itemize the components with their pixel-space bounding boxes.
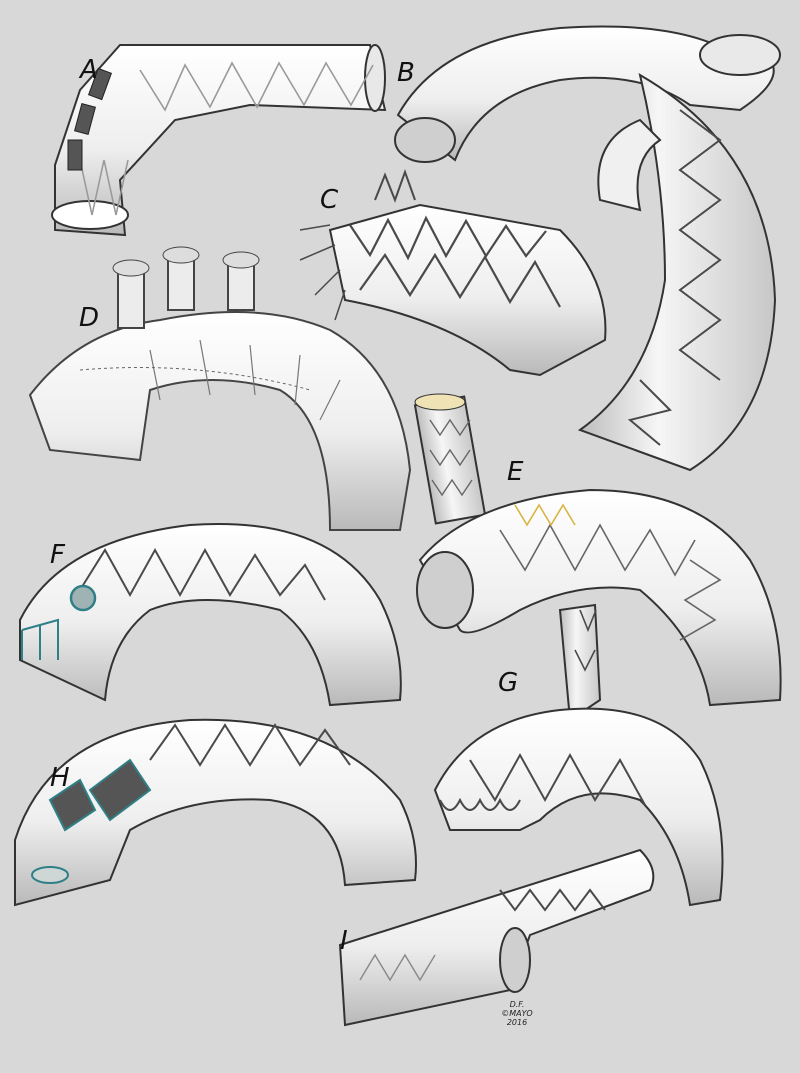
- label-d: D: [79, 303, 100, 333]
- graft-h: [14, 718, 417, 907]
- label-h: H: [50, 763, 70, 793]
- label-c: C: [320, 185, 339, 215]
- label-f: F: [50, 540, 65, 570]
- graft-e: [413, 393, 782, 707]
- label-b: B: [397, 58, 415, 88]
- graft-d: [28, 246, 412, 531]
- signature-initials: D.F.: [509, 1000, 525, 1009]
- label-e: E: [507, 457, 524, 487]
- graft-c: [299, 169, 607, 377]
- graft-g: [433, 603, 724, 907]
- label-a: A: [80, 55, 98, 85]
- graft-b: [394, 25, 781, 472]
- graft-f: [19, 522, 402, 707]
- signature-copyright: ©MAYO: [501, 1009, 533, 1018]
- label-g: G: [498, 668, 519, 698]
- label-i: I: [340, 926, 348, 956]
- artist-signature: D.F. ©MAYO 2016: [497, 1000, 537, 1027]
- graft-a: [51, 44, 387, 237]
- graft-i: [338, 848, 655, 1027]
- signature-year: 2016: [506, 1018, 528, 1027]
